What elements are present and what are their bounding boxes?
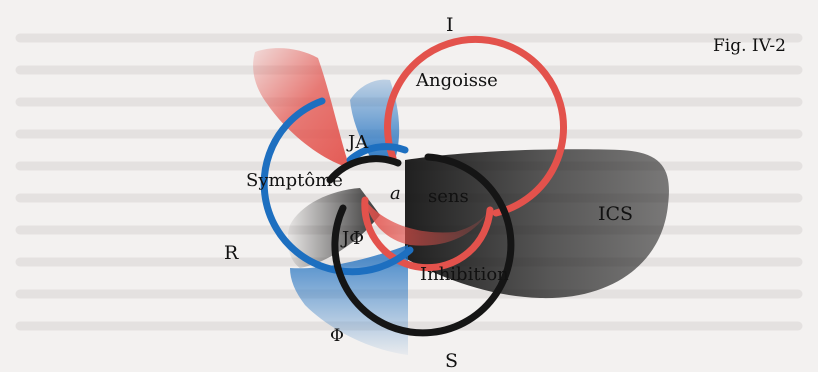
label-angoisse: Angoisse xyxy=(416,70,498,91)
label-object-a: a xyxy=(390,183,401,204)
label-symptome: Symptôme xyxy=(246,170,343,191)
figure-caption: Fig. IV-2 xyxy=(713,36,786,56)
label-inhibition: Inhibition xyxy=(420,264,509,285)
ring-label-S: S xyxy=(445,350,458,372)
label-JPhi: JΦ xyxy=(342,228,364,249)
label-phi: Φ xyxy=(330,326,344,346)
ring-label-I: I xyxy=(446,14,454,36)
label-ICS: ICS xyxy=(598,203,633,225)
label-JA: JA xyxy=(348,132,368,153)
label-sens: sens xyxy=(428,186,469,207)
ring-label-R: R xyxy=(224,242,238,264)
